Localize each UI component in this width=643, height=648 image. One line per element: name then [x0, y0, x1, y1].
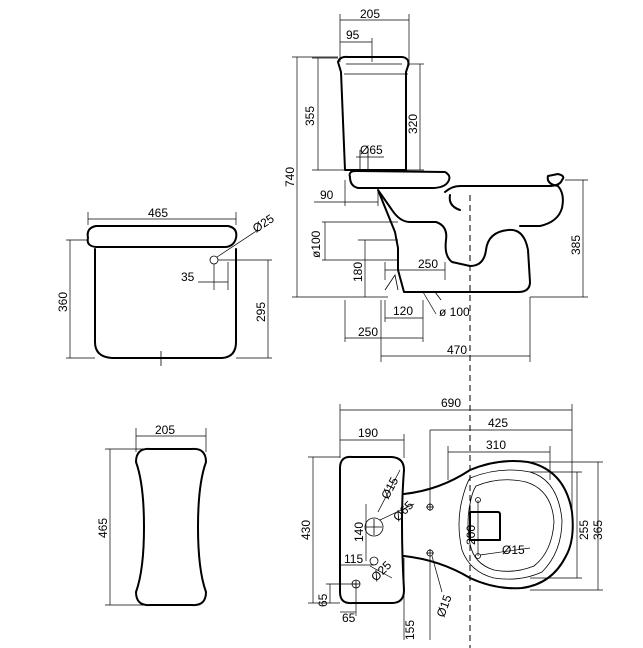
plan-bowl-hole-dim: Ø15: [502, 543, 525, 557]
side-pan-outline: [377, 189, 531, 294]
plan-cistern-depth-dim: 190: [358, 426, 378, 440]
side-cistern-inner-dim: 95: [346, 28, 360, 42]
cistern-top-width-dim: 205: [155, 423, 175, 437]
plan-outlet-span-dim: 200: [464, 525, 478, 545]
plan-seat-width-dim: 255: [577, 520, 591, 540]
cistern-top-view: 205 465: [96, 423, 207, 607]
plan-cistern-outline: [339, 455, 405, 605]
plan-small-hole: [369, 556, 379, 566]
side-cistern-body-dim: 320: [406, 114, 420, 134]
plan-bowl-opening-dim: 310: [486, 438, 506, 452]
side-base-offset-dim: 250: [358, 325, 378, 339]
side-cistern-width-dim: 205: [360, 7, 380, 21]
cistern-top-outline: [135, 447, 207, 607]
front-view: 465 360 295 35 Ø25: [56, 206, 277, 366]
side-outlet-height-dim: 180: [351, 262, 365, 282]
front-outlet-height-dim: 295: [254, 302, 268, 322]
plan-bowl-width-dim: 365: [591, 520, 605, 540]
side-view: 205 95 355 320 740 Ø65 90 385 ø100 180: [283, 7, 588, 648]
plan-inlet-offset-dim: 115: [344, 552, 363, 566]
plan-bowl-length-dim: 425: [488, 416, 508, 430]
plan-side-left-dim: 65: [316, 593, 330, 607]
front-width-dim: 465: [148, 206, 168, 220]
front-hole-dia-dim: Ø25: [250, 211, 277, 235]
front-hole: [209, 255, 219, 265]
plan-fix-hole-dim: Ø15: [434, 593, 455, 619]
plan-inlet-center-dim: Ø65: [390, 498, 416, 524]
plan-view: 690 190 425 310 430 Ø15 Ø65 140 115 Ø25 …: [299, 396, 605, 640]
side-cistern-outline: [337, 55, 410, 171]
plan-inlet-spacing-dim: 140: [352, 522, 366, 542]
front-body-outline: [94, 248, 237, 359]
plan-inlet-hole: [364, 517, 384, 537]
side-outlet-depth-dim: 120: [393, 304, 413, 318]
plan-total-length-dim: 690: [441, 396, 461, 410]
plan-bowl-outline: [403, 460, 574, 590]
cistern-top-length-dim: 465: [96, 518, 110, 538]
plan-side-bottom-dim: 65: [342, 611, 356, 625]
side-outlet-dia-left-dim: ø100: [309, 230, 323, 258]
front-outlet-offset-dim: 35: [181, 270, 195, 284]
side-cistern-height-dim: 355: [303, 106, 317, 126]
side-pan-offset-dim: 90: [320, 188, 334, 202]
plan-width-dim: 430: [299, 520, 313, 540]
side-total-height-dim: 740: [283, 167, 297, 187]
side-outlet-span-dim: 250: [418, 257, 438, 271]
side-pan-height-dim: 385: [569, 235, 583, 255]
side-flush-pipe-dim: Ø65: [360, 143, 383, 157]
side-base-length-dim: 470: [447, 343, 467, 357]
side-outlet-dia-dim: ø 100: [439, 305, 470, 319]
plan-inner-trap: [469, 511, 501, 541]
plan-hole-inlet-dim: Ø25: [368, 558, 394, 584]
front-height-dim: 360: [56, 292, 70, 312]
side-seat-outline: [348, 170, 451, 189]
plan-hole-top-dim: Ø15: [378, 475, 401, 502]
plan-front-offset-dim: 155: [403, 620, 417, 640]
front-lid-outline: [86, 225, 238, 248]
